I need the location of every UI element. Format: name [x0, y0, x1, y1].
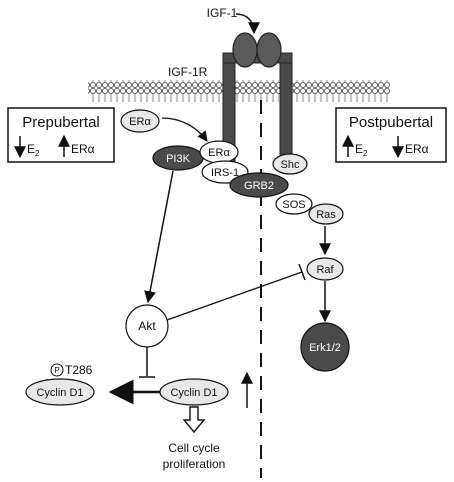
igf1-binding-arrow: [235, 13, 260, 35]
igf1-label: IGF-1: [207, 6, 238, 20]
svg-text:E2: E2: [27, 142, 40, 158]
postpubertal-e2-sub: 2: [363, 149, 368, 158]
irs1-label: IRS-1: [211, 167, 239, 179]
sos-label: SOS: [282, 199, 305, 211]
grb2-node: [229, 172, 289, 198]
era-free-node: [120, 109, 160, 133]
postpubertal-box: Postpubertal E2 ERα: [335, 107, 447, 163]
ras-label: Ras: [316, 209, 336, 221]
akt-inhibits-raf-bar: [298, 263, 306, 281]
cell-membrane: [88, 80, 390, 102]
igf1r-receptor: [222, 32, 293, 169]
erk-label: Erk1/2: [309, 342, 341, 354]
raf-label: Raf: [316, 264, 334, 276]
shc-label: Shc: [281, 159, 300, 171]
phospho-site-label: T286: [65, 363, 93, 377]
prepubertal-title: Prepubertal: [22, 114, 100, 131]
akt-inhibits-raf: [166, 271, 303, 321]
era-translocation-arrow: [161, 117, 208, 142]
prepubertal-era: ERα: [71, 142, 95, 156]
cell-cycle-hollow-arrow: [182, 406, 206, 434]
phospho-icon: [50, 363, 64, 377]
pi3k-to-akt-arrow: [144, 170, 174, 304]
sos-node: [275, 193, 313, 215]
grb2-label: GRB2: [244, 180, 274, 192]
postpubertal-e2: E: [355, 142, 363, 156]
prepubertal-box: Prepubertal E2 ERα: [7, 107, 115, 163]
era-bound-label: ERα: [208, 147, 230, 159]
shc-node: [272, 153, 308, 175]
akt-label: Akt: [138, 319, 156, 333]
prepubertal-e2: E: [27, 142, 35, 156]
erk-node: [300, 322, 350, 372]
svg-text:E2: E2: [355, 142, 368, 158]
prepubertal-e2-sub: 2: [35, 149, 40, 158]
phospho-cyclin-d1-node: [25, 378, 95, 406]
postpubertal-title: Postpubertal: [349, 114, 433, 131]
pi3k-label: PI3K: [166, 153, 191, 165]
raf-node: [306, 257, 344, 281]
era-free-label: ERα: [129, 116, 151, 128]
phospho-symbol: P: [54, 366, 59, 375]
phospho-cyclin-d1-label: Cyclin D1: [36, 387, 83, 399]
igf1r-label: IGF-1R: [168, 65, 208, 79]
cyclin-d1-label: Cyclin D1: [170, 387, 217, 399]
outcome-line2: proliferation: [163, 457, 226, 471]
ras-node: [308, 203, 344, 225]
outcome-line1: Cell cycle: [168, 441, 220, 455]
postpubertal-era: ERα: [405, 142, 429, 156]
